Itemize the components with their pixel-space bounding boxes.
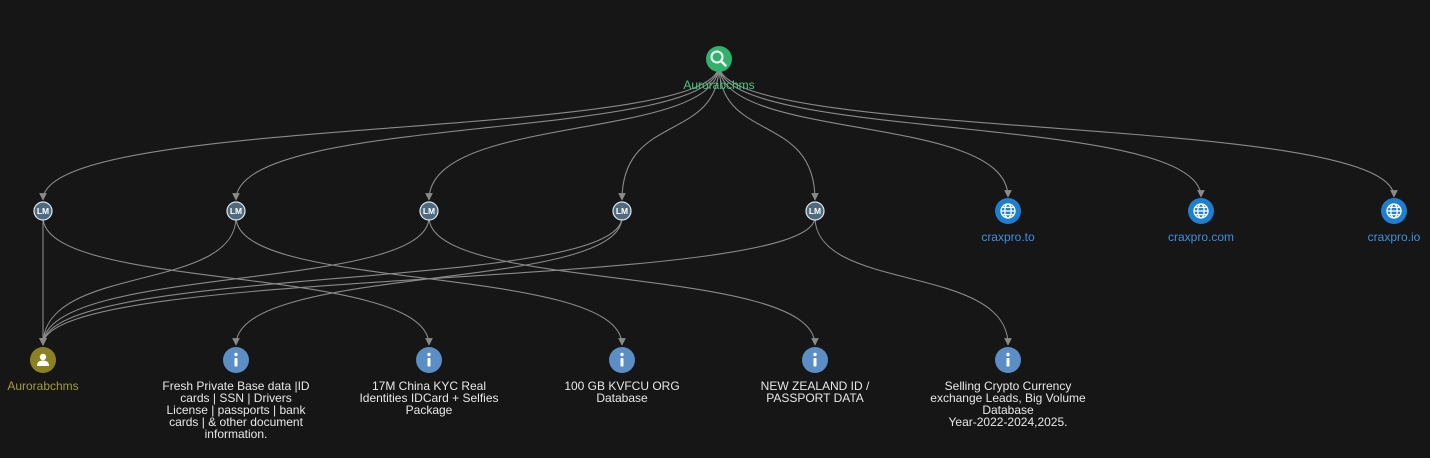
domain-node[interactable]: craxpro.to	[981, 198, 1035, 244]
edge-9	[39, 216, 237, 346]
info-node-label-line: Database	[596, 391, 648, 405]
domain-node-label: craxpro.com	[1168, 230, 1234, 244]
root-search-node[interactable]: Aurorabchms	[683, 46, 755, 92]
search-icon	[710, 50, 727, 67]
edge-16	[232, 216, 623, 346]
info-node-label-line: 100 GB KVFCU ORG	[564, 379, 679, 393]
lm-node-text: LM	[230, 206, 242, 216]
globe-icon	[1386, 203, 1402, 219]
info-node-label-line: Fresh Private Base data |ID	[162, 379, 310, 393]
edge-15	[428, 216, 819, 346]
info-node-label-line: information.	[205, 427, 268, 441]
edge-0	[39, 64, 720, 201]
info-icon	[427, 352, 431, 367]
edge-7	[718, 64, 1398, 198]
edge-2	[425, 64, 720, 201]
domain-node[interactable]: craxpro.io	[1368, 198, 1421, 244]
info-node-label-line: License | passports | bank	[167, 403, 307, 417]
lm-node-text: LM	[809, 206, 821, 216]
edge-1	[232, 64, 720, 201]
edge-4	[718, 64, 819, 201]
edge-14	[235, 216, 626, 346]
user-node[interactable]: Aurorabchms	[7, 347, 79, 393]
edge-13	[42, 216, 433, 346]
info-node-label-line: 17M China KYC Real	[372, 379, 486, 393]
info-node-label-line: Year-2022-2024,2025.	[949, 415, 1068, 429]
info-node-label-line: cards | SSN | Drivers	[180, 391, 292, 405]
edges-layer	[39, 64, 1398, 346]
info-node-label-line: Identities IDCard + Selfies	[359, 391, 498, 405]
info-icon	[234, 352, 238, 367]
edge-17	[814, 216, 1012, 346]
lm-node-text: LM	[616, 206, 628, 216]
info-node-label-line: exchange Leads, Big Volume	[930, 391, 1086, 405]
domain-node[interactable]: craxpro.com	[1168, 198, 1234, 244]
edge-10	[39, 216, 430, 346]
info-node[interactable]: NEW ZEALAND ID /PASSPORT DATA	[761, 347, 870, 405]
user-icon	[37, 353, 49, 366]
lm-node[interactable]: LM	[419, 201, 439, 221]
globe-icon	[1000, 203, 1016, 219]
edge-5	[718, 64, 1012, 198]
info-node-label-line: cards | & other document	[169, 415, 304, 429]
edge-3	[618, 64, 720, 201]
edge-6	[718, 64, 1205, 198]
lm-node[interactable]: LM	[805, 201, 825, 221]
info-icon	[620, 352, 624, 367]
domain-node-label: craxpro.to	[981, 230, 1035, 244]
globe-icon	[1193, 203, 1209, 219]
info-node-label-line: PASSPORT DATA	[766, 391, 864, 405]
root-node-label: Aurorabchms	[683, 78, 754, 92]
edge-11	[39, 216, 623, 346]
user-node-label: Aurorabchms	[7, 379, 78, 393]
info-node-label-line: Selling Crypto Currency	[945, 379, 1072, 393]
edge-12	[39, 216, 816, 346]
info-node-label-line: NEW ZEALAND ID /	[761, 379, 870, 393]
lm-node[interactable]: LM	[226, 201, 246, 221]
info-node-label-line: Database	[982, 403, 1034, 417]
info-node-label-line: Package	[406, 403, 453, 417]
info-icon	[1006, 352, 1010, 367]
domain-node-label: craxpro.io	[1368, 230, 1421, 244]
lm-node[interactable]: LM	[33, 201, 53, 221]
info-icon	[813, 352, 817, 367]
lm-node-text: LM	[37, 206, 49, 216]
lm-node[interactable]: LM	[612, 201, 632, 221]
lm-node-text: LM	[423, 206, 435, 216]
